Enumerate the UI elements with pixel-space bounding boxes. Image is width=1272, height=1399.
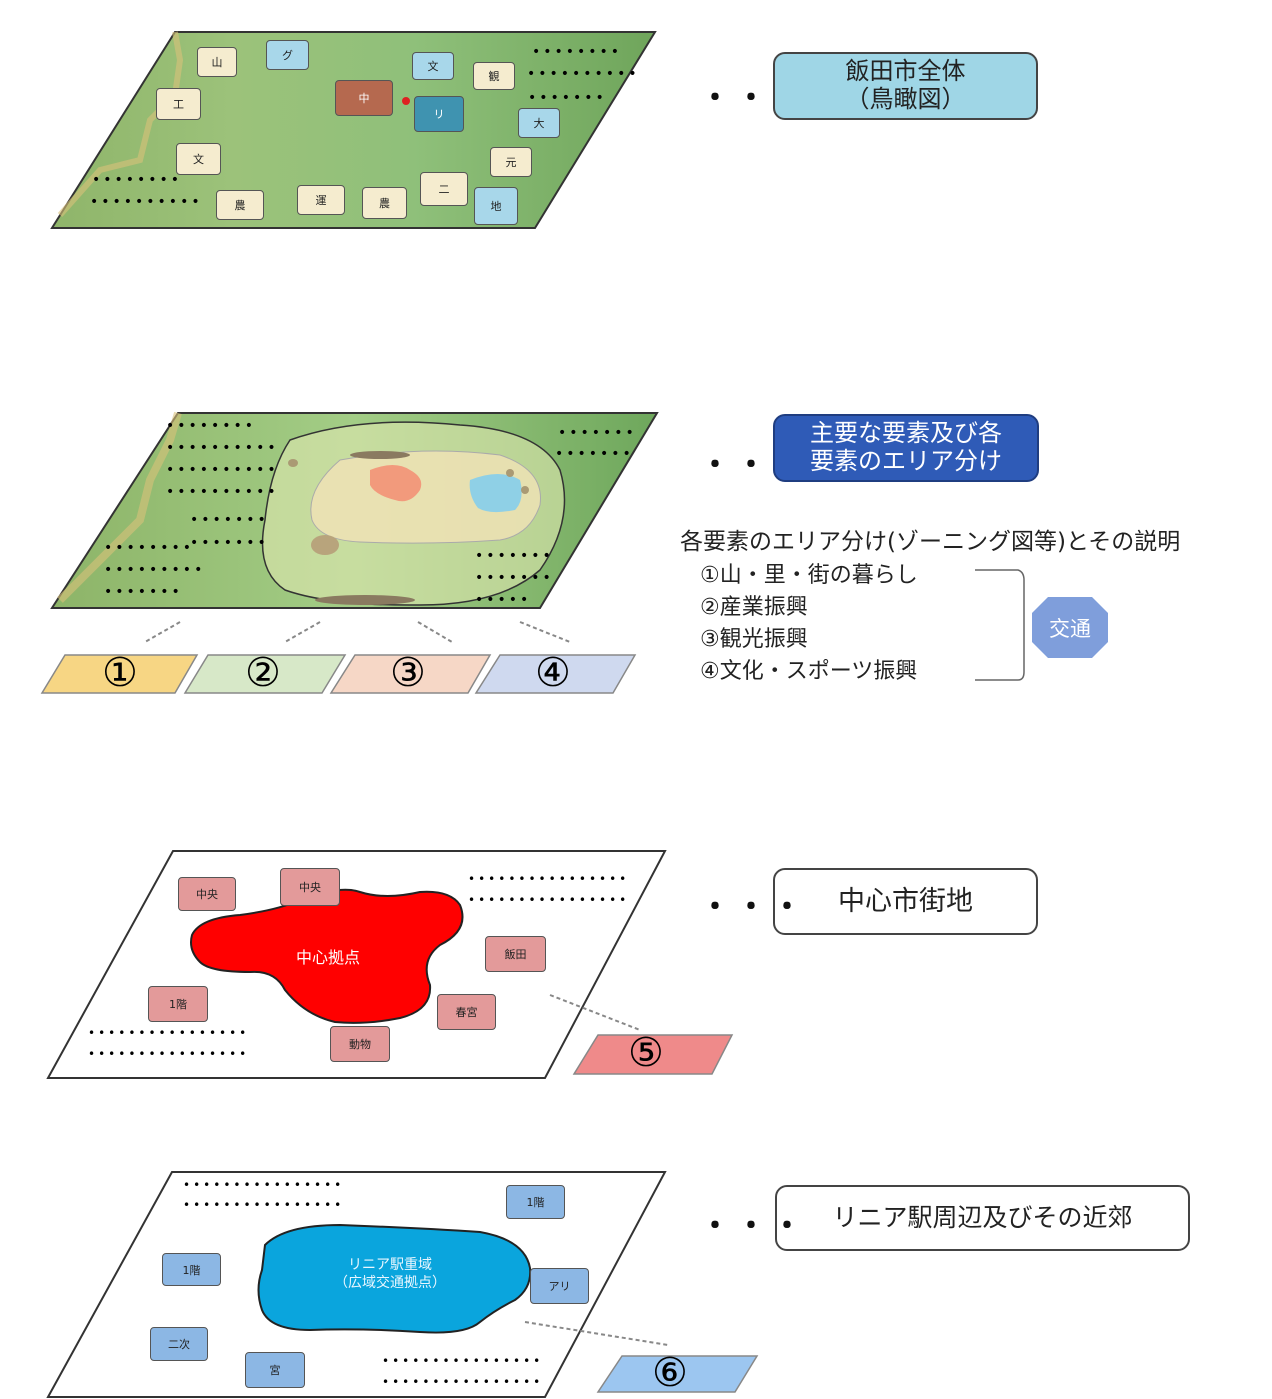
placeholder-dots: ••••••••• — [104, 562, 206, 578]
placeholder-dots: •••••••••• — [166, 484, 279, 500]
map-marker — [402, 97, 410, 105]
placeholder-dots: ••••••• — [475, 570, 554, 586]
center-tag: 中央 — [280, 868, 340, 906]
map-tag: 運 — [297, 185, 345, 215]
zone-5-number: ⑤ — [628, 1030, 664, 1076]
map-tag: 地 — [474, 187, 518, 225]
placeholder-dots: ••••••• — [104, 584, 183, 600]
linear-tag: 1階 — [506, 1185, 565, 1219]
map-tag: 山 — [197, 47, 237, 77]
map-tag: 文 — [412, 52, 454, 80]
zoning-item-3: ③観光振興 — [700, 627, 808, 652]
zoning-item-2: ②産業振興 — [700, 595, 808, 620]
linear-core-label-line2: （広域交通拠点） — [334, 1275, 446, 1291]
zone-4-number: ④ — [535, 650, 571, 696]
center-tag: 春宮 — [437, 994, 496, 1030]
zone-center-red — [370, 465, 422, 502]
map-tag: 文 — [176, 143, 221, 175]
linear-core-shape — [257, 1223, 532, 1334]
placeholder-dots: ••••• — [475, 592, 532, 608]
traffic-octagon — [1032, 597, 1108, 658]
placeholder-dots: •••••••••••••••• — [183, 1198, 345, 1212]
placeholder-dots: •••••••••••••••• — [88, 1026, 250, 1040]
placeholder-dots: •••••••• — [532, 44, 623, 60]
zone-4-shape — [474, 654, 637, 694]
map-tag: 農 — [216, 190, 264, 220]
zone-3-number: ③ — [390, 650, 426, 696]
placeholder-dots: ••••••• — [528, 90, 607, 106]
linear-core-label-line1: リニア駅重域 — [348, 1257, 432, 1273]
placeholder-dots: •••••••• — [104, 540, 195, 556]
zoning-explanation-title: 各要素のエリア分け(ゾーニング図等)とその説明 — [680, 529, 1181, 555]
center-tag: 1階 — [148, 986, 208, 1022]
layer2-label: 主要な要素及び各 要素のエリア分け — [773, 414, 1039, 482]
ellipsis: ・・・ — [700, 1209, 808, 1244]
layer1-label: 飯田市全体 （鳥瞰図） — [773, 52, 1038, 120]
map-tag: 農 — [362, 187, 407, 219]
linear-core-label: リニア駅重域 （広域交通拠点） — [300, 1256, 480, 1292]
placeholder-dots: ••••••• — [190, 512, 269, 528]
zone-5-shape — [572, 1034, 734, 1075]
layer3-label: 中心市街地 — [773, 868, 1038, 935]
center-core-label: 中心拠点 — [295, 948, 360, 967]
zone-1-number: ① — [102, 650, 138, 696]
placeholder-dots: •••••••••• — [90, 194, 203, 210]
linear-tag: 宮 — [245, 1352, 305, 1388]
placeholder-dots: •••••••• — [92, 172, 183, 188]
placeholder-dots: •••••••••••••••• — [468, 893, 630, 907]
center-tag: 飯田 — [485, 936, 546, 972]
zone-linear — [469, 474, 522, 513]
placeholder-dots: •••••••••• — [166, 440, 279, 456]
layer4-label: リニア駅周辺及びその近郊 — [775, 1185, 1190, 1251]
placeholder-dots: •••••••••• — [527, 66, 640, 82]
map-tag: 工 — [156, 88, 201, 120]
map-tag: 大 — [518, 108, 560, 138]
placeholder-dots: •••••••••••••••• — [88, 1047, 250, 1061]
placeholder-dots: •••••••••••••••• — [382, 1375, 544, 1389]
zoning-item-1: ①山・里・街の暮らし — [700, 563, 918, 588]
center-tag: 動物 — [330, 1026, 390, 1062]
map-tag: 元 — [490, 147, 532, 177]
zone-1-shape — [40, 654, 199, 694]
linear-tag: 1階 — [162, 1253, 221, 1286]
map-tag-linear: リ — [414, 96, 464, 132]
linear-tag: アリ — [530, 1268, 589, 1304]
placeholder-dots: ••••••• — [190, 535, 269, 551]
zone-2-shape — [183, 654, 347, 694]
map-tag: 観 — [473, 62, 515, 90]
placeholder-dots: •••••••••••••••• — [468, 872, 630, 886]
center-tag: 中央 — [178, 877, 236, 911]
zone-3-shape — [329, 654, 492, 694]
map-tag: グ — [266, 40, 309, 70]
zoning-item-4: ④文化・スポーツ振興 — [700, 659, 918, 684]
map-tag-center: 中 — [335, 80, 393, 116]
placeholder-dots: •••••••••• — [166, 462, 279, 478]
map-tag: 二 — [420, 172, 468, 206]
placeholder-dots: •••••••• — [166, 418, 257, 434]
traffic-label: 交通 — [1049, 616, 1091, 641]
zone-2-number: ② — [245, 650, 281, 696]
ellipsis: ・・・ — [700, 890, 808, 925]
linear-tag: 二次 — [150, 1327, 208, 1361]
placeholder-dots: ••••••• — [475, 548, 554, 564]
placeholder-dots: •••••••••••••••• — [382, 1354, 544, 1368]
placeholder-dots: •••••••••••••••• — [183, 1178, 345, 1192]
placeholder-dots: ••••••• — [558, 425, 637, 441]
zone-6-shape — [596, 1355, 759, 1393]
placeholder-dots: ••••••• — [555, 446, 634, 462]
zone-6-number: ⑥ — [652, 1350, 688, 1396]
